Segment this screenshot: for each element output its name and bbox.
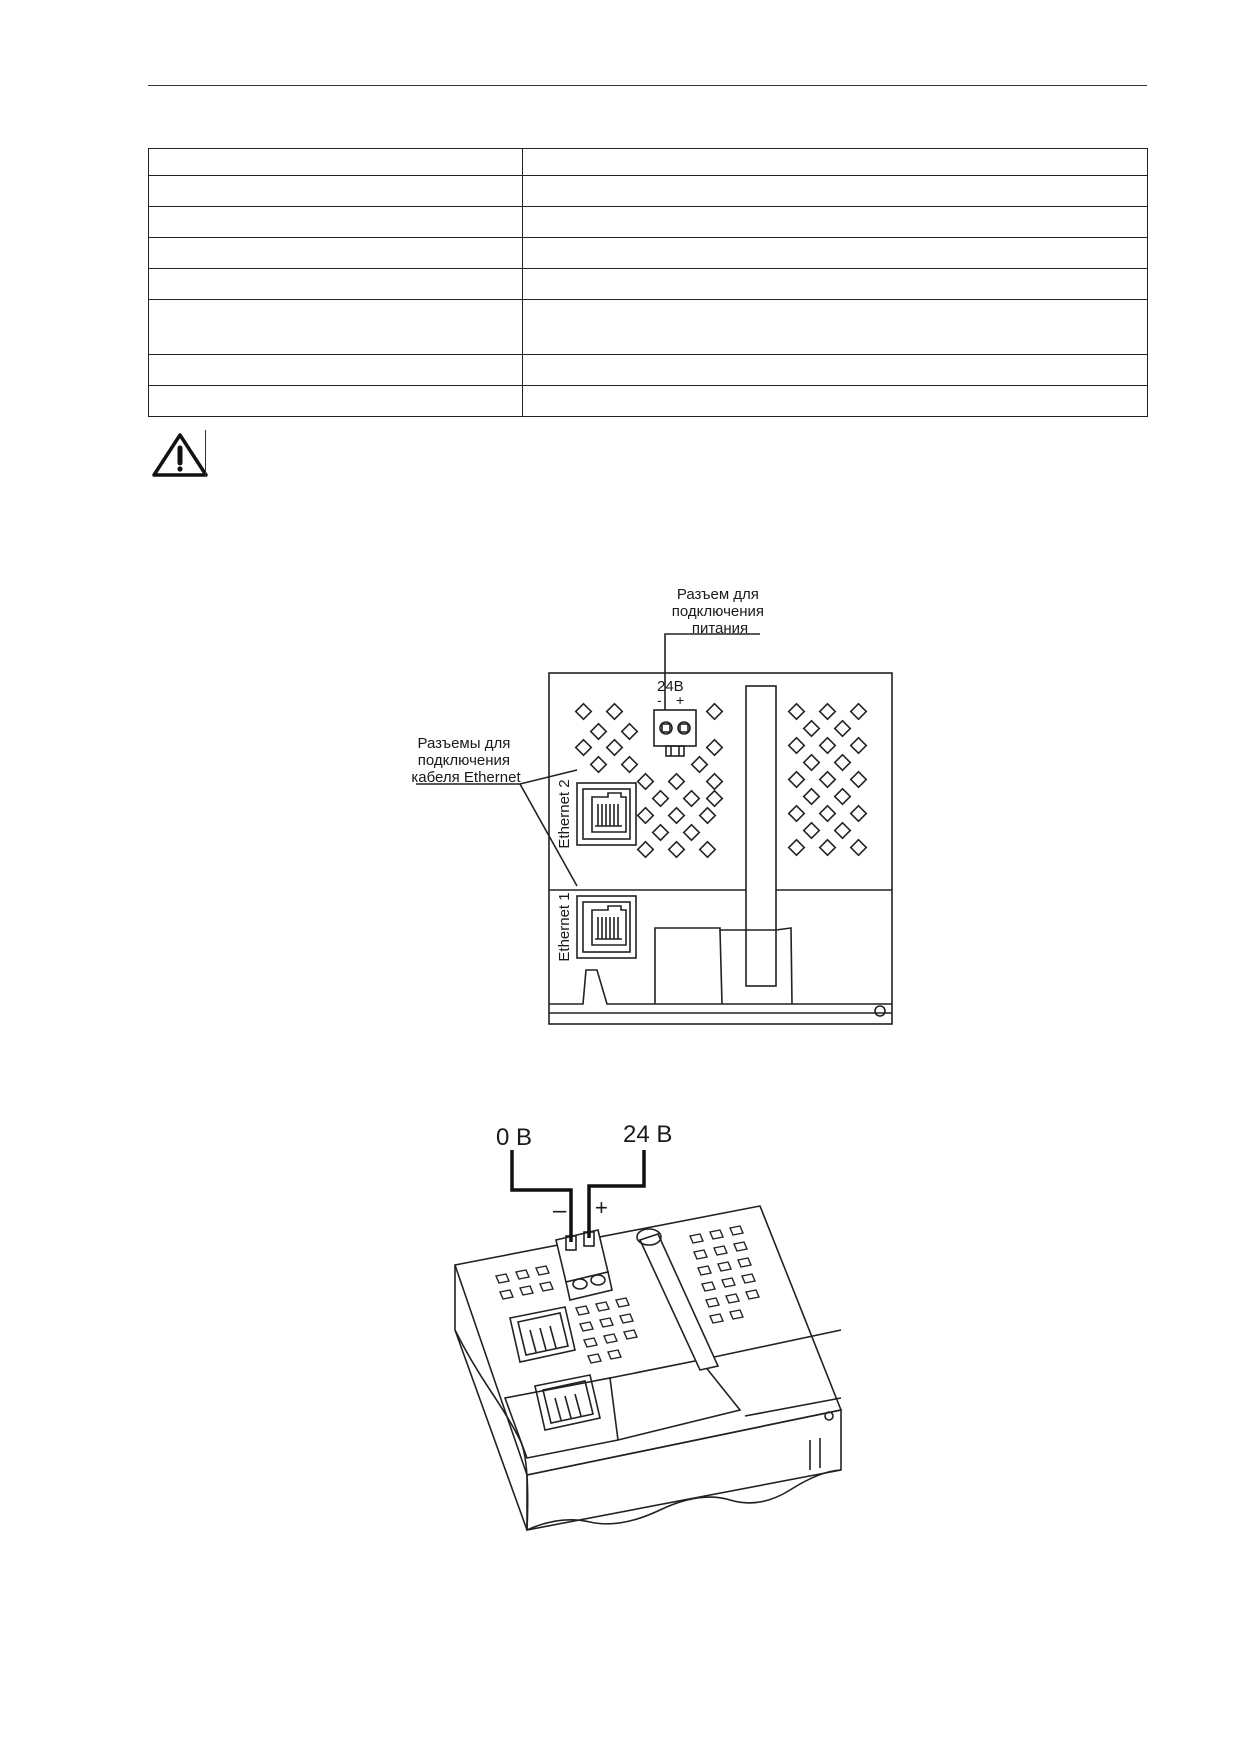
device-housing [548, 672, 893, 1025]
plus-label: + [595, 1195, 608, 1220]
ethernet-2-label: Ethernet 2 [556, 779, 573, 848]
table-row [148, 299, 1148, 355]
table-cell [522, 354, 1148, 386]
ethernet-port-lower [534, 1374, 601, 1431]
table-row [148, 175, 1148, 207]
terminal-minus-label: - [657, 692, 662, 708]
vent-grid-left [574, 702, 724, 859]
ethernet-1-port [576, 895, 637, 959]
terminal-voltage-label: 24В [657, 678, 684, 695]
zero-volt-label: 0 В [496, 1124, 532, 1151]
power-connector-label: Разъем для подключения питания [672, 586, 768, 637]
antenna [638, 1233, 720, 1371]
table-row [148, 354, 1148, 386]
table-row [148, 237, 1148, 269]
table-cell [522, 175, 1148, 207]
table-cell [148, 206, 523, 238]
vent-slots [495, 1225, 760, 1364]
header-rule [148, 85, 1147, 86]
power-leader [664, 633, 760, 710]
power-wires [510, 1150, 646, 1242]
wiring-terminal-block [555, 1229, 613, 1301]
table-row [148, 385, 1148, 417]
antenna-slot [745, 685, 777, 987]
spec-table [148, 148, 1148, 417]
table-cell [522, 237, 1148, 269]
table-row [148, 268, 1148, 300]
table-cell [148, 237, 523, 269]
table-cell [148, 354, 523, 386]
vent-grid-right [787, 702, 868, 857]
table-cell [522, 385, 1148, 417]
ethernet-2-port [576, 782, 637, 846]
minus-label: – [553, 1197, 567, 1224]
warning-divider [205, 430, 206, 476]
twenty-four-volt-label: 24 В [623, 1121, 672, 1148]
ethernet-connectors-label: Разъемы для подключения кабеля Ethernet [411, 735, 521, 786]
table-cell [148, 268, 523, 300]
ethernet-port-upper [509, 1306, 576, 1363]
table-cell [522, 299, 1148, 355]
table-cell [148, 299, 523, 355]
power-terminal [653, 709, 697, 757]
ethernet-leader-1 [519, 783, 578, 887]
table-cell [148, 385, 523, 417]
terminal-plus-label: + [676, 692, 684, 708]
warning-triangle-icon [152, 433, 208, 477]
ethernet-1-label: Ethernet 1 [556, 892, 573, 961]
